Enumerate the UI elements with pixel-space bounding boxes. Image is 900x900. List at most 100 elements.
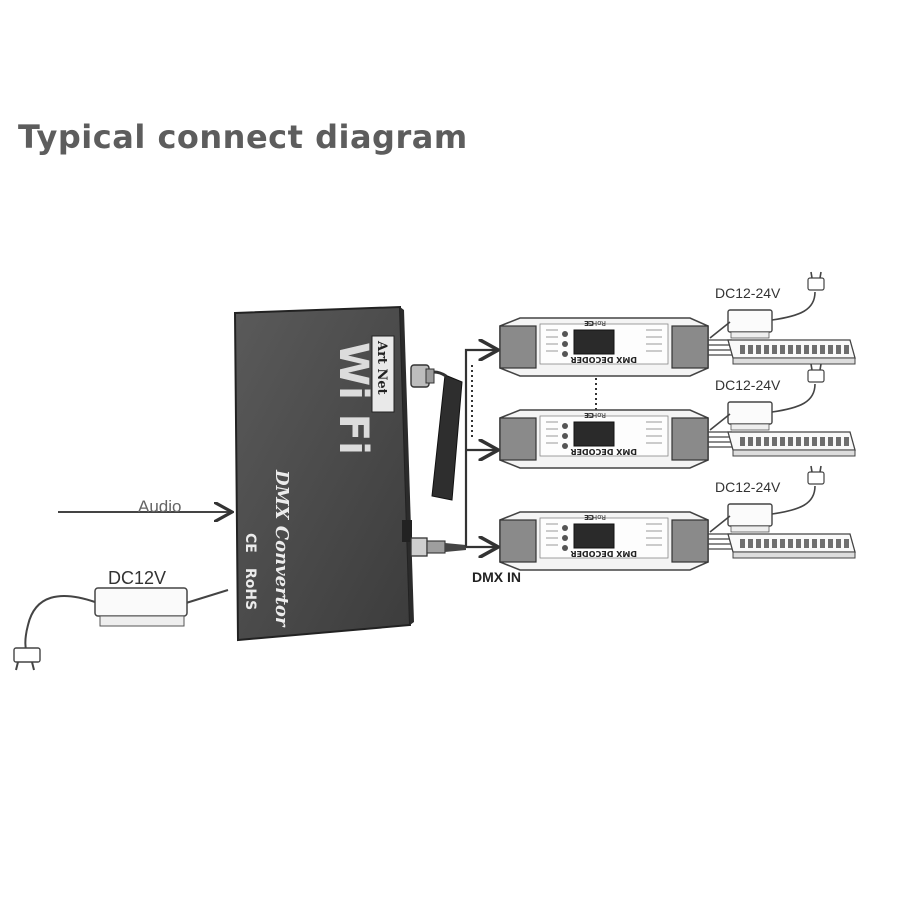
- led-chip: [836, 539, 841, 548]
- rohs-mark: RoHS: [242, 568, 258, 610]
- decoder-power-supply: DC12-24V: [709, 363, 825, 431]
- led-chip: [788, 437, 793, 446]
- adapter-body: [94, 587, 188, 617]
- decoder-power-label: DC12-24V: [715, 377, 781, 393]
- decoder-button: [562, 433, 568, 439]
- power-in-label: DC12V: [108, 568, 166, 588]
- led-chip: [756, 539, 761, 548]
- led-chip: [836, 345, 841, 354]
- decoder-button: [562, 545, 568, 551]
- decoder-display: [573, 523, 615, 549]
- plug-icon: [807, 363, 825, 383]
- decoder-power-supply: DC12-24V: [709, 271, 825, 339]
- wifi-dmx-converter: Art Net Wi Fi DMX Convertor CE RoHS: [233, 305, 414, 642]
- decoder-display: [573, 421, 615, 447]
- led-chip: [756, 345, 761, 354]
- decoder-ce-mark: CE: [584, 319, 594, 327]
- led-chip: [820, 437, 825, 446]
- led-chip: [756, 437, 761, 446]
- led-chip: [820, 345, 825, 354]
- decoder-name: DMX DECODER: [570, 549, 637, 558]
- led-chip: [740, 345, 745, 354]
- art-net-text: Art Net: [374, 340, 389, 395]
- decoder-rohs-mark: RoHS: [587, 513, 606, 521]
- decoder-power-label: DC12-24V: [715, 479, 781, 495]
- led-chip: [748, 437, 753, 446]
- dmx-line-decoder-1: [464, 350, 496, 547]
- decoder-button: [562, 443, 568, 449]
- plug-icon: [13, 647, 41, 671]
- led-chip: [812, 345, 817, 354]
- converter-name: DMX Convertor: [271, 469, 292, 628]
- led-chip: [836, 437, 841, 446]
- decoder-button: [562, 525, 568, 531]
- decoder-ce-mark: CE: [584, 411, 594, 419]
- led-chip: [764, 437, 769, 446]
- led-chip: [772, 345, 777, 354]
- led-chip: [828, 437, 833, 446]
- wifi-logo: Wi Fi: [330, 342, 376, 455]
- diagram-title: Typical connect diagram: [18, 118, 468, 156]
- led-chip: [828, 345, 833, 354]
- decoder-button: [562, 351, 568, 357]
- led-chip: [828, 539, 833, 548]
- decoder-display: [573, 329, 615, 355]
- led-chip: [812, 437, 817, 446]
- led-chip: [812, 539, 817, 548]
- led-chip: [796, 345, 801, 354]
- led-chip: [788, 539, 793, 548]
- decoder-name: DMX DECODER: [570, 355, 637, 364]
- decoder-ce-mark: CE: [584, 513, 594, 521]
- led-chip: [804, 437, 809, 446]
- led-chip: [844, 345, 849, 354]
- led-chip: [780, 539, 785, 548]
- led-chip: [780, 437, 785, 446]
- led-chip: [772, 539, 777, 548]
- led-strip: [727, 533, 856, 559]
- led-strip: [727, 431, 856, 457]
- led-chip: [748, 539, 753, 548]
- audio-input: Audio: [58, 497, 230, 516]
- decoder-button: [562, 331, 568, 337]
- art-net-badge: [371, 335, 395, 413]
- decoder-rohs-mark: RoHS: [587, 411, 606, 419]
- led-chip: [788, 345, 793, 354]
- decoder-button: [562, 535, 568, 541]
- led-strip: [727, 339, 856, 365]
- dmx-in-label: DMX IN: [472, 569, 521, 585]
- led-chip: [740, 437, 745, 446]
- led-chip: [844, 539, 849, 548]
- decoder-button: [562, 423, 568, 429]
- audio-label: Audio: [138, 497, 181, 516]
- adapter-output-cable: [185, 589, 229, 604]
- led-chip: [772, 437, 777, 446]
- antenna-icon: [410, 364, 463, 501]
- decoder-power-label: DC12-24V: [715, 285, 781, 301]
- led-chip: [780, 345, 785, 354]
- led-chip: [804, 345, 809, 354]
- led-chip: [820, 539, 825, 548]
- decoder-button: [562, 341, 568, 347]
- led-chip: [764, 345, 769, 354]
- led-chip: [740, 539, 745, 548]
- led-chip: [804, 539, 809, 548]
- led-chip: [796, 539, 801, 548]
- decoder-rohs-mark: RoHS: [587, 319, 606, 327]
- ce-mark: CE: [242, 533, 258, 553]
- led-chip: [764, 539, 769, 548]
- adapter-input-cable: [24, 595, 96, 656]
- dmx-cable-routing: [464, 350, 597, 547]
- decoder-power-supply: DC12-24V: [709, 465, 825, 533]
- plug-icon: [807, 465, 825, 485]
- led-chip: [844, 437, 849, 446]
- plug-icon: [807, 271, 825, 291]
- decoder-name: DMX DECODER: [570, 447, 637, 456]
- power-supply-12v: DC12V: [13, 568, 229, 671]
